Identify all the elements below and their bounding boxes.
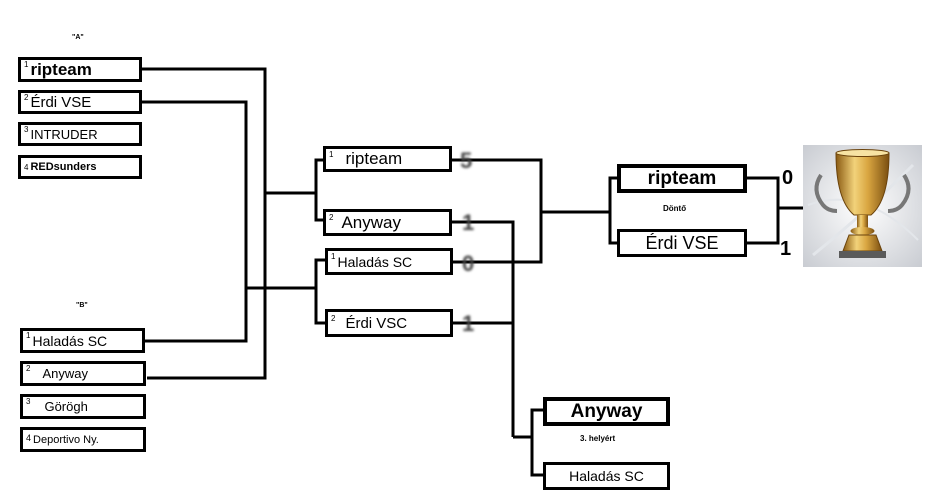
group-b-team-3: 3 Görögh [20, 394, 146, 419]
semifinal-score-4: 1 [462, 311, 475, 336]
connector-sf2-fork [314, 258, 327, 325]
group-b-label: "B" [76, 302, 88, 309]
third-place-team-2: Haladás SC [543, 462, 670, 490]
third-place-caption: 3. helyért [580, 434, 616, 443]
connector-third-a [452, 220, 515, 437]
semifinal-score-1: 5 [460, 148, 473, 173]
team-name: ripteam [345, 149, 403, 168]
seed-number: 4 [26, 432, 32, 443]
seed-number: 2 [24, 92, 29, 102]
team-name: Érdi VSC [345, 314, 408, 332]
seed-number: 2 [26, 364, 31, 373]
team-name: INTRUDER [30, 126, 98, 142]
seed-number: 3 [26, 397, 31, 406]
seed-number: 1 [26, 331, 31, 340]
connector-third-fork [530, 408, 545, 477]
team-name: Deportivo Ny. [33, 433, 99, 446]
seed-number: 3 [24, 124, 29, 134]
connector-final-fork [608, 176, 619, 245]
team-name: Anyway [570, 400, 643, 422]
group-a-team-3: 3 INTRUDER [18, 122, 142, 146]
connector-a2 [141, 100, 248, 343]
team-name: Haladás SC [32, 332, 108, 349]
team-name: Anyway [341, 212, 401, 232]
semifinal-score-2: 1 [462, 210, 475, 235]
team-name: REDsunders [30, 161, 97, 173]
team-name: Haladás SC [337, 253, 413, 270]
semifinal-team-2: 2 Anyway [323, 209, 452, 236]
final-team-2: Érdi VSE [617, 229, 747, 257]
team-name: Anyway [42, 366, 88, 381]
group-b-team-1: 1 Haladás SC [20, 328, 145, 353]
seed-number: 2 [329, 213, 334, 222]
connector-a1 [141, 67, 267, 380]
third-place-team-1: Anyway [543, 397, 670, 426]
team-name: ripteam [30, 59, 92, 79]
connector-sf1-fork [314, 158, 325, 222]
final-score-2: 1 [780, 238, 792, 260]
semifinal-team-4: 2 Érdi VSC [325, 309, 453, 337]
semifinal-team-1: 1 ripteam [323, 146, 452, 172]
team-name: Görögh [44, 399, 88, 414]
team-name: Érdi VSE [645, 232, 719, 253]
team-name: Haladás SC [569, 468, 644, 484]
group-b-team-2: 2 Anyway [20, 361, 146, 386]
group-b-team-4: 4 Deportivo Ny. [20, 427, 146, 452]
seed-number: 1 [24, 60, 29, 69]
group-a-label: "A" [72, 34, 84, 41]
group-a-team-2: 2 Érdi VSE [18, 90, 142, 114]
semifinal-score-3: 0 [462, 251, 475, 276]
team-name: Érdi VSE [30, 93, 92, 111]
seed-number: 1 [329, 149, 334, 159]
seed-number: 4 [24, 162, 29, 172]
group-a-team-4: 4 REDsunders [18, 155, 142, 179]
trophy-icon [803, 145, 922, 267]
seed-number: 1 [331, 252, 336, 261]
final-caption: Döntő [663, 204, 687, 213]
final-team-1: ripteam [617, 164, 747, 193]
team-name: ripteam [647, 167, 717, 189]
group-a-team-1: 1 ripteam [18, 57, 142, 82]
final-score-1: 0 [782, 167, 794, 189]
seed-number: 2 [331, 313, 336, 323]
connector-final-trophy [747, 176, 780, 245]
semifinal-team-3: 1 Haladás SC [325, 248, 453, 275]
